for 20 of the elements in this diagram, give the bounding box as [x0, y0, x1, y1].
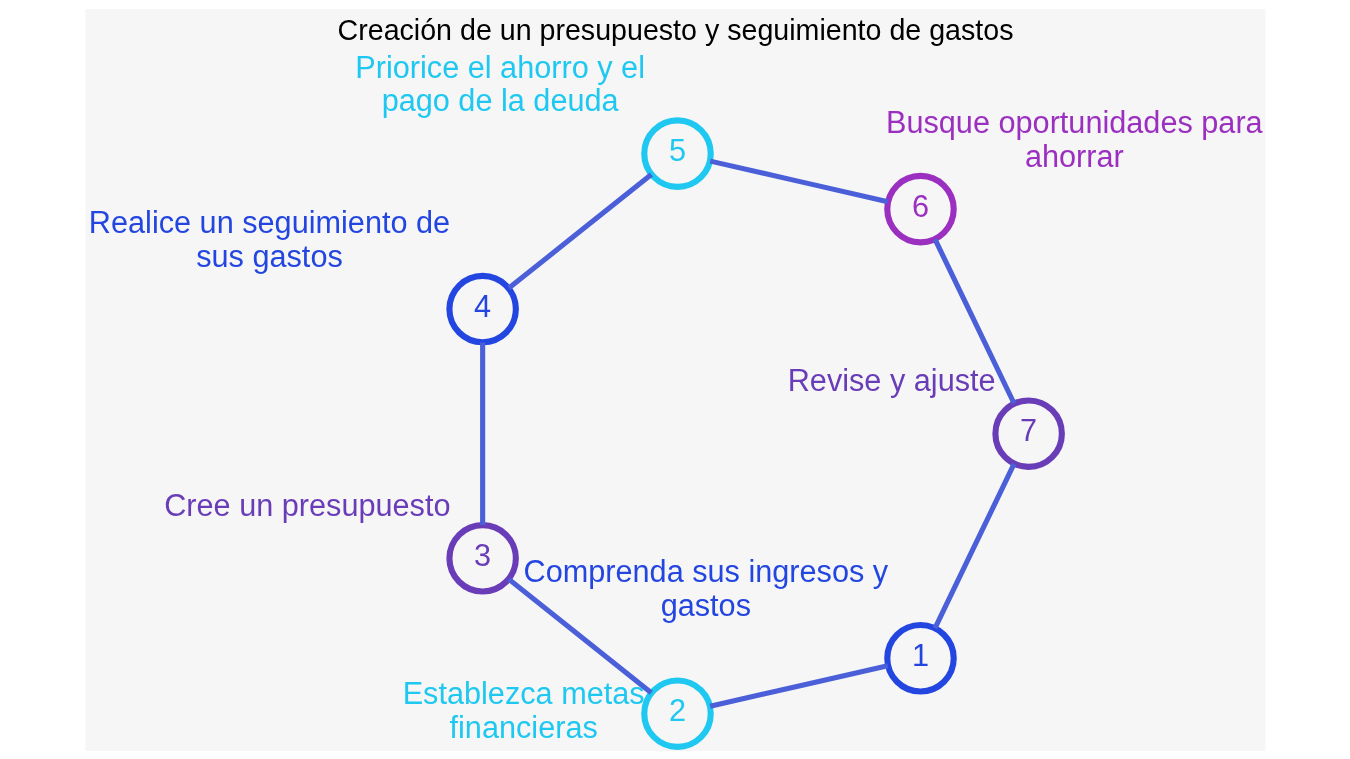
connector: [479, 342, 485, 525]
node-label: Realice un seguimiento de sus gastos: [88, 204, 450, 273]
node-circle: 4: [445, 272, 519, 345]
connector: [932, 462, 1016, 629]
node-circle: 3: [445, 521, 519, 595]
node-circle: 6: [883, 172, 957, 245]
connector: [506, 172, 653, 290]
connector: [506, 576, 653, 695]
connector: [709, 158, 888, 204]
diagram-title: Creación de un presupuesto y seguimiento de gastos: [337, 13, 1013, 46]
node-label: Cree un presupuesto: [163, 487, 450, 522]
node-label: Priorice el ahorro y el pago de la deuda: [354, 48, 645, 117]
node-label: Busque oportunidades para ahorrar: [885, 104, 1263, 173]
node-label: Comprenda sus ingresos y gastos: [523, 553, 888, 622]
connector: [709, 662, 888, 709]
node-circle: 1: [883, 621, 957, 694]
node-circle: 5: [640, 116, 714, 190]
connector: [932, 237, 1016, 405]
node-circle: 7: [991, 396, 1065, 470]
node-label: Revise y ajuste: [787, 362, 996, 397]
